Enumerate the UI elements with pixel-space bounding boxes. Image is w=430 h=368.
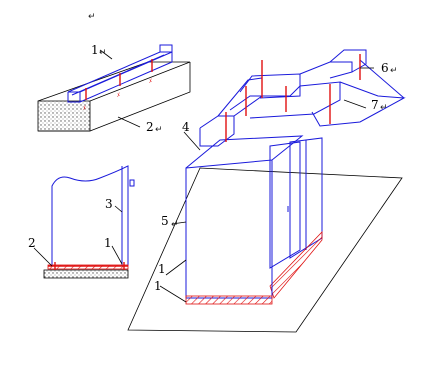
label-left-1: 1 — [104, 236, 112, 250]
label-main-5: 5 — [161, 214, 169, 228]
ground-plane — [127, 167, 403, 333]
label-main-4: 4 — [182, 120, 190, 134]
section-wall — [51, 165, 129, 266]
svg-text:↵: ↵ — [380, 103, 388, 113]
label-top-base-2: 2 — [146, 120, 154, 134]
svg-text:↵: ↵ — [155, 125, 163, 135]
paragraph-mark-top: ↵ — [88, 12, 96, 22]
beam-detail: ﾒ ﾒ ﾒ 1 ↵ 2 ↵ — [37, 43, 191, 135]
anchor-bolts — [225, 54, 361, 142]
section-detail: 3 2 1 — [28, 165, 135, 279]
svg-text:↵: ↵ — [390, 66, 398, 76]
label-left-2: 2 — [28, 236, 36, 250]
rail-anchors: ﾒ ﾒ ﾒ — [83, 59, 153, 112]
beam-side-face — [89, 62, 191, 132]
svg-text:ﾒ: ﾒ — [117, 92, 120, 99]
front-box-base — [185, 295, 273, 305]
svg-text:↵: ↵ — [171, 220, 179, 230]
label-main-7: 7 — [371, 98, 379, 112]
label-top-rail-1: 1 — [91, 43, 99, 57]
svg-text:ﾒ: ﾒ — [83, 105, 86, 112]
beam-top-face — [37, 61, 191, 102]
label-left-3: 3 — [105, 197, 113, 211]
main-assembly: 4 5 ↵ 1 1 6 ↵ 7 ↵ — [127, 49, 406, 333]
label-main-1b: 1 — [154, 279, 162, 293]
svg-text:ﾒ: ﾒ — [149, 78, 152, 85]
label-main-1: 1 — [158, 262, 166, 276]
rail-1 — [67, 44, 173, 103]
svg-text:↵: ↵ — [99, 48, 107, 58]
section-ground — [43, 269, 129, 279]
front-box-face — [185, 159, 273, 299]
label-main-6: 6 — [381, 61, 389, 75]
